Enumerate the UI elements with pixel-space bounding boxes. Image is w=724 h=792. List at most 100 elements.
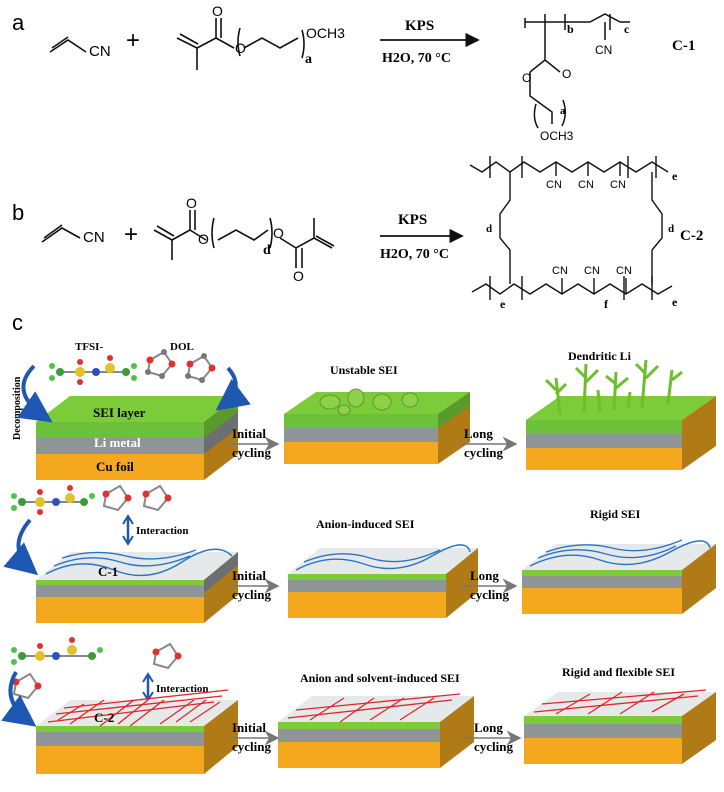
row1-left-li-layer	[36, 438, 204, 454]
row3-arrow2-line2: cycling	[474, 739, 513, 754]
conditions-kps-a: KPS	[405, 18, 434, 34]
row3-mid-network	[287, 693, 461, 723]
pegdma-repeat-d: d	[263, 243, 271, 258]
row3-interaction-label: Interaction	[156, 683, 209, 695]
row1-mid-title: Unstable SEI	[330, 363, 398, 377]
compound-c2-id: C-2	[680, 228, 703, 244]
row2-mid-network	[295, 544, 471, 571]
row-1: SEI layer Li metal Cu foil Decomposition…	[12, 341, 716, 480]
row1-right-block	[526, 396, 716, 470]
row3-arrow1-line2: cycling	[232, 739, 271, 754]
pegdma-o3: O	[273, 225, 284, 241]
acrylonitrile-structure-b	[41, 224, 81, 243]
acrylonitrile-cn-label-b: CN	[83, 229, 105, 246]
panel-a-label: a	[12, 10, 25, 35]
pegma-ester-o: O	[235, 40, 246, 56]
c1-cn: CN	[595, 43, 612, 57]
c2-cn-2: CN	[578, 179, 594, 191]
product-c2-structure	[469, 156, 673, 300]
c1-subscript-c: c	[624, 22, 630, 36]
label-decomposition: Decomposition	[12, 376, 23, 440]
row1-left-sei-layer	[36, 422, 204, 438]
label-cu-foil: Cu foil	[96, 459, 134, 474]
row-3: Interaction C-2 Initial cycling	[1, 637, 716, 774]
c1-och3: OCH3	[540, 129, 574, 143]
row3-molecules	[11, 637, 182, 700]
row3-right-title: Rigid and flexible SEI	[562, 665, 675, 679]
c1-carbonyl-o: O	[562, 67, 571, 81]
decomposition-arrow-right	[215, 366, 251, 411]
acrylonitrile-cn-label: CN	[89, 43, 111, 60]
row3-right-network	[533, 689, 707, 715]
label-dol: DOL	[170, 341, 194, 353]
row2-left-block	[36, 552, 238, 623]
c2-cn-6: CN	[616, 265, 632, 277]
compound-c1-id: C-1	[672, 38, 695, 54]
c2-cn-4: CN	[552, 265, 568, 277]
dendritic-li-icon	[544, 359, 683, 415]
label-sei-layer: SEI layer	[93, 405, 146, 420]
conditions-kps-b: KPS	[398, 212, 427, 228]
row2-right-block	[522, 544, 716, 614]
row2-mid-block	[288, 548, 478, 618]
label-li-metal: Li metal	[94, 435, 141, 450]
c2-cn-1: CN	[546, 179, 562, 191]
panel-b: b CN + O O O O d KPS H2O, 70 °C	[12, 156, 703, 311]
pegdma-o4: O	[293, 268, 304, 284]
c1-subscript-a: a	[560, 105, 566, 117]
row1-left-cu-layer	[36, 454, 204, 480]
row3-mid-title: Anion and solvent-induced SEI	[300, 671, 460, 685]
dol-molecule-icon-1	[145, 349, 176, 379]
c2-subscript-f: f	[604, 297, 609, 311]
decomposition-arrow-left	[17, 364, 53, 423]
row1-arrow1-line2: cycling	[232, 445, 271, 460]
panel-b-label: b	[12, 200, 24, 225]
pegma-och3: OCH3	[306, 25, 345, 41]
plus-sign-b: +	[124, 221, 138, 248]
row2-molecules	[11, 484, 172, 515]
pegma-repeat-a: a	[305, 52, 312, 67]
row2-arrow2-line2: cycling	[470, 587, 509, 602]
c2-subscript-d-left: d	[486, 223, 492, 235]
c2-subscript-e-top: e	[672, 169, 678, 183]
row1-arrow1-line1: Initial	[232, 426, 266, 441]
row3-polymer-label: C-2	[94, 710, 114, 725]
c2-cn-5: CN	[584, 265, 600, 277]
c2-subscript-e-left: e	[500, 297, 506, 311]
row3-left-block	[36, 700, 238, 774]
row2-left-network	[45, 548, 233, 577]
row2-interaction-label: Interaction	[136, 525, 189, 537]
row3-curved-arrow	[1, 671, 37, 727]
conditions-temp-b: H2O, 70 °C	[380, 247, 449, 262]
row2-right-network	[529, 539, 711, 567]
pegdma-o2: O	[198, 231, 209, 247]
pegdma-o1: O	[186, 195, 197, 211]
row1-arrow2-line2: cycling	[464, 445, 503, 460]
row1-left-block	[36, 396, 238, 480]
row1-arrow2-line1: Long	[464, 426, 493, 441]
row3-arrow1-line1: Initial	[232, 720, 266, 735]
c2-subscript-d-right: d	[668, 223, 674, 235]
label-tfsi: TFSI-	[75, 341, 103, 353]
conditions-temp-a: H2O, 70 °C	[382, 51, 451, 66]
row2-arrow1-line2: cycling	[232, 587, 271, 602]
product-c1-structure	[524, 13, 630, 129]
c2-subscript-e-bottom: e	[672, 295, 678, 309]
row3-arrow2-line1: Long	[474, 720, 503, 735]
c1-ester-o: O	[522, 71, 531, 85]
pegdma-structure	[153, 210, 335, 268]
plus-sign-a: +	[126, 27, 140, 54]
row3-mid-block	[278, 696, 474, 768]
row2-polymer-label: C-1	[98, 564, 118, 579]
panel-a: a CN + O O OCH3 a KPS H2O, 70 °C	[12, 3, 695, 143]
tfsi-molecule-icon	[49, 355, 137, 385]
row2-right-title: Rigid SEI	[590, 507, 641, 521]
row2-arrow1-line1: Initial	[232, 568, 266, 583]
row2-arrow2-line1: Long	[470, 568, 499, 583]
row3-right-block	[524, 692, 716, 764]
row2-mid-title: Anion-induced SEI	[316, 517, 415, 531]
unstable-sei-bumps	[319, 388, 419, 416]
c1-subscript-b: b	[567, 22, 574, 36]
